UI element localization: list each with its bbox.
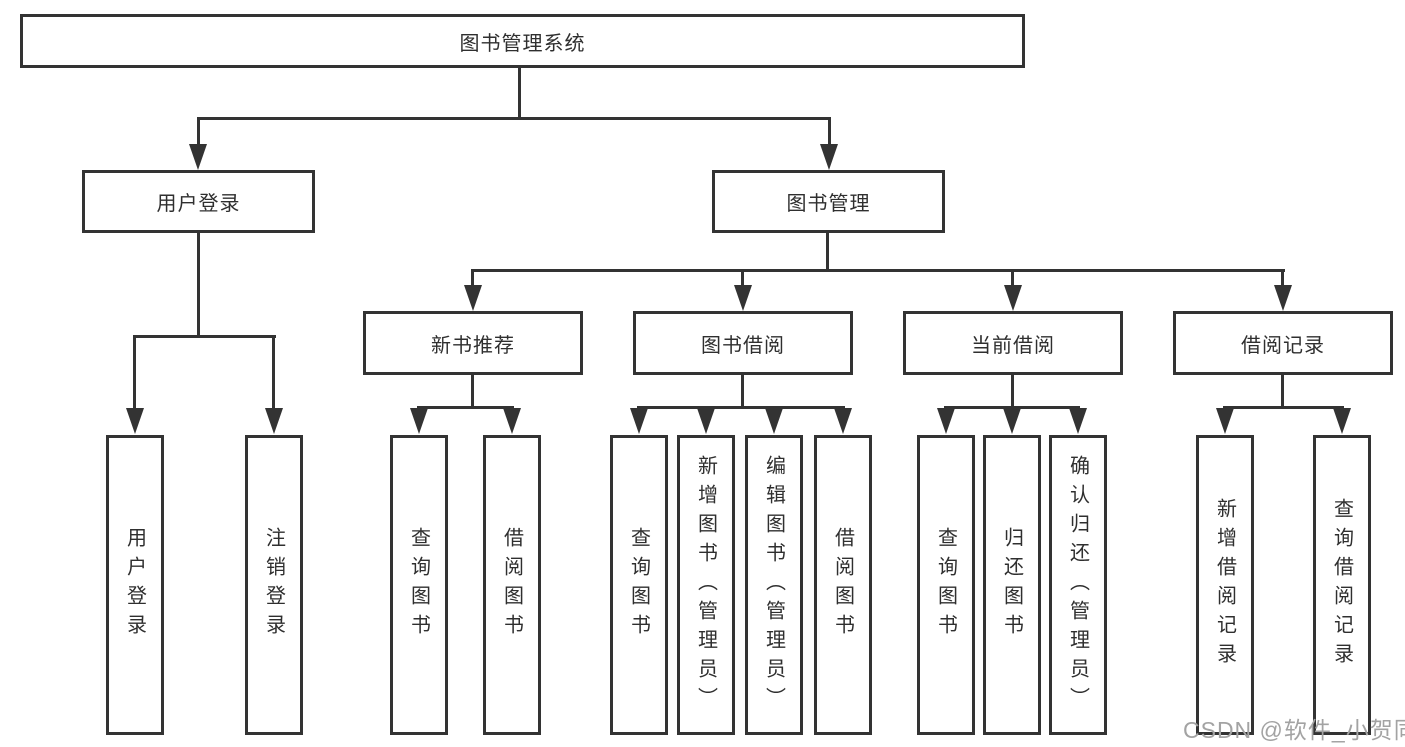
leaf-return-book-label: 归还图书	[1000, 527, 1023, 643]
connector-line	[197, 117, 200, 147]
connector-line	[518, 68, 521, 119]
arrowhead-down-icon	[189, 144, 207, 170]
connector-line	[133, 335, 276, 338]
leaf-borrowing-query-books: 查询图书	[610, 435, 668, 735]
node-user-login: 用户登录	[82, 170, 315, 233]
leaf-confirm-return-admin-label: 确认归还（管理员）	[1066, 454, 1089, 716]
arrowhead-down-icon	[697, 408, 715, 434]
connector-line	[1011, 269, 1014, 287]
connector-line	[1281, 269, 1284, 287]
leaf-confirm-return-admin: 确认归还（管理员）	[1049, 435, 1107, 735]
leaf-current-query-books-label: 查询图书	[934, 527, 957, 643]
arrowhead-down-icon	[734, 285, 752, 311]
connector-line	[944, 406, 1080, 409]
arrowhead-down-icon	[630, 408, 648, 434]
leaf-current-query-books: 查询图书	[917, 435, 975, 735]
connector-line	[197, 117, 831, 120]
connector-line	[197, 233, 200, 337]
leaf-logout: 注销登录	[245, 435, 303, 735]
connector-line	[1281, 375, 1284, 408]
leaf-user-login: 用户登录	[106, 435, 164, 735]
arrowhead-down-icon	[1333, 408, 1351, 434]
connector-line	[133, 335, 136, 410]
node-user-login-label: 用户登录	[156, 193, 241, 215]
leaf-user-login-label: 用户登录	[123, 527, 146, 643]
leaf-add-book-admin: 新增图书（管理员）	[677, 435, 735, 735]
node-borrowing-records-label: 借阅记录	[1241, 334, 1325, 357]
leaf-query-borrow-record: 查询借阅记录	[1313, 435, 1371, 735]
leaf-recommend-borrow-books: 借阅图书	[483, 435, 541, 735]
arrowhead-down-icon	[1274, 285, 1292, 311]
connector-line	[828, 117, 831, 147]
connector-line	[272, 335, 275, 410]
leaf-recommend-query-books: 查询图书	[390, 435, 448, 735]
leaf-borrowing-borrow-books-label: 借阅图书	[831, 527, 854, 643]
node-new-book-recommend-label: 新书推荐	[431, 334, 515, 357]
arrowhead-down-icon	[265, 408, 283, 434]
node-borrowing-records: 借阅记录	[1173, 311, 1393, 375]
arrowhead-down-icon	[1003, 408, 1021, 434]
leaf-add-borrow-record-label: 新增借阅记录	[1213, 498, 1236, 672]
leaf-borrowing-query-books-label: 查询图书	[627, 527, 650, 643]
leaf-logout-label: 注销登录	[262, 527, 285, 643]
connector-line	[417, 406, 514, 409]
node-root-label: 图书管理系统	[459, 32, 586, 55]
arrowhead-down-icon	[126, 408, 144, 434]
arrowhead-down-icon	[1069, 408, 1087, 434]
node-book-management: 图书管理	[712, 170, 945, 233]
leaf-recommend-query-books-label: 查询图书	[407, 527, 430, 643]
node-current-borrowing-label: 当前借阅	[971, 334, 1055, 357]
connector-line	[471, 375, 474, 408]
connector-line	[637, 406, 845, 409]
connector-line	[741, 375, 744, 408]
leaf-add-book-admin-label: 新增图书（管理员）	[694, 454, 717, 716]
connector-line	[1011, 375, 1014, 408]
connector-line	[741, 269, 744, 287]
node-new-book-recommend: 新书推荐	[363, 311, 583, 375]
arrowhead-down-icon	[464, 285, 482, 311]
arrowhead-down-icon	[820, 144, 838, 170]
leaf-recommend-borrow-books-label: 借阅图书	[500, 527, 523, 643]
leaf-return-book: 归还图书	[983, 435, 1041, 735]
arrowhead-down-icon	[1004, 285, 1022, 311]
leaf-edit-book-admin: 编辑图书（管理员）	[745, 435, 803, 735]
connector-line	[471, 269, 1285, 272]
node-root-library-system: 图书管理系统	[20, 14, 1025, 68]
connector-line	[471, 269, 474, 287]
csdn-watermark: CSDN @软件_小贺同学	[1183, 717, 1405, 743]
arrowhead-down-icon	[765, 408, 783, 434]
arrowhead-down-icon	[937, 408, 955, 434]
arrowhead-down-icon	[503, 408, 521, 434]
node-current-borrowing: 当前借阅	[903, 311, 1123, 375]
arrowhead-down-icon	[410, 408, 428, 434]
node-book-borrowing-label: 图书借阅	[701, 334, 785, 357]
leaf-edit-book-admin-label: 编辑图书（管理员）	[762, 454, 785, 716]
node-book-management-label: 图书管理	[786, 193, 871, 215]
leaf-query-borrow-record-label: 查询借阅记录	[1330, 498, 1353, 672]
leaf-borrowing-borrow-books: 借阅图书	[814, 435, 872, 735]
arrowhead-down-icon	[1216, 408, 1234, 434]
node-book-borrowing: 图书借阅	[633, 311, 853, 375]
connector-line	[1223, 406, 1344, 409]
arrowhead-down-icon	[834, 408, 852, 434]
connector-line	[826, 233, 829, 271]
leaf-add-borrow-record: 新增借阅记录	[1196, 435, 1254, 735]
